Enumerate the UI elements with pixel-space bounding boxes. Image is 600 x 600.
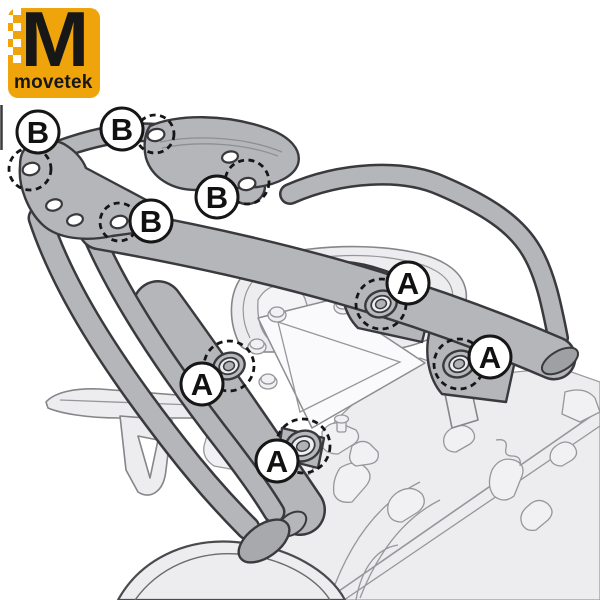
small-bolt — [333, 414, 350, 433]
undertail-molding — [359, 499, 441, 599]
svg-text:A: A — [479, 340, 501, 375]
svg-text:B: B — [27, 115, 49, 150]
callouts: B B B B A A A A — [7, 106, 513, 484]
mount-hole — [109, 214, 129, 230]
mount-plate — [257, 299, 426, 429]
plate-ridge — [161, 143, 279, 157]
rack-top-plate-right — [143, 116, 300, 192]
mount-bushing — [364, 289, 398, 319]
callout-a-4: A — [254, 438, 300, 484]
callout-b-2: B — [99, 106, 145, 152]
mount-hole — [21, 161, 41, 177]
svg-text:A: A — [266, 444, 288, 479]
undertail-detail — [495, 439, 521, 467]
callout-b-1: B — [15, 109, 61, 155]
mount-hole — [146, 127, 166, 143]
callout-a-2: A — [179, 361, 225, 407]
seat-bolt — [267, 306, 287, 323]
target-ring-b2 — [134, 113, 176, 155]
callout-a-3: A — [467, 334, 513, 380]
logo-wordmark: movetek — [14, 72, 93, 93]
subframe-bracket — [561, 389, 600, 423]
logo-monogram: M — [20, 0, 90, 83]
undertail-detail — [387, 487, 425, 523]
undertail-detail — [520, 499, 553, 532]
svg-text:B: B — [140, 204, 162, 239]
undertail-edge — [325, 409, 600, 600]
mount-hole — [237, 176, 257, 192]
svg-text:A: A — [191, 367, 213, 402]
mount-bushing — [284, 429, 322, 463]
callout-b-4: B — [128, 198, 174, 244]
svg-text:B: B — [206, 180, 228, 215]
mount-hole — [45, 198, 63, 212]
undertail-detail — [549, 441, 578, 467]
seat-bolt — [247, 338, 267, 355]
arm-end-cap — [237, 518, 291, 564]
side-bar-end-cap — [540, 346, 580, 376]
callout-a-1: A — [385, 260, 431, 306]
rack-top-plate-left — [18, 139, 165, 240]
undertail-molding — [355, 544, 399, 600]
mount-hole — [66, 213, 84, 227]
undertail-detail — [443, 424, 476, 453]
callout-b-3: B — [194, 174, 240, 220]
brand-logo: M movetek — [5, 0, 100, 98]
clamp-detail — [348, 440, 379, 467]
undertail-detail — [488, 458, 524, 501]
svg-text:B: B — [111, 112, 133, 147]
mount-plate-inner — [277, 321, 402, 413]
mount-hole — [220, 150, 240, 164]
svg-text:A: A — [397, 266, 419, 301]
grab-handle-cutout — [137, 435, 159, 479]
seat-bolt — [258, 373, 278, 390]
